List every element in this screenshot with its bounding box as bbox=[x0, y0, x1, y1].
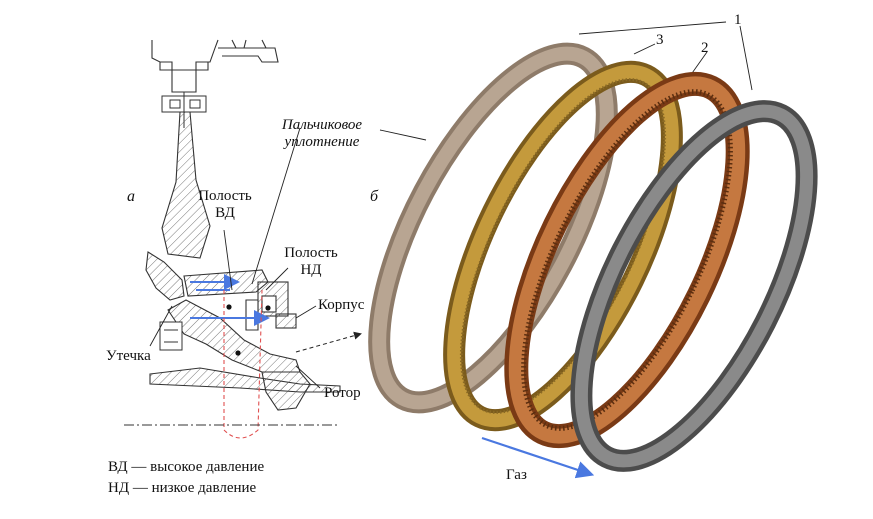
cavity-hp-line2: ВД bbox=[215, 205, 235, 221]
number-2: 2 bbox=[701, 40, 709, 56]
ring-outer bbox=[368, 42, 618, 414]
cavity-lp-line2: НД bbox=[300, 262, 322, 278]
legend-hp: ВД — высокое давление bbox=[108, 459, 265, 475]
leader-lines-a bbox=[149, 127, 321, 389]
gas-label: Газ bbox=[506, 467, 527, 483]
flange-bolt bbox=[159, 321, 183, 351]
detail-outline bbox=[223, 289, 263, 439]
number-1: 1 bbox=[734, 12, 742, 28]
housing-label: Корпус bbox=[318, 297, 365, 313]
leak-label: Утечка bbox=[106, 348, 151, 364]
upper-casing bbox=[151, 39, 279, 93]
cavity-lp-line1: Полость bbox=[284, 245, 338, 261]
panel-a-letter: а bbox=[127, 188, 135, 205]
finger-seal-line1: Пальчиковое bbox=[281, 117, 363, 133]
ring-copper bbox=[504, 71, 750, 449]
finger-seal-line2: уплотнение bbox=[284, 134, 360, 150]
legend-lp: НД — низкое давление bbox=[108, 480, 257, 496]
ring-grey bbox=[570, 100, 818, 472]
cavity-hp-line1: Полость bbox=[198, 188, 252, 204]
cavity-dots bbox=[226, 304, 271, 356]
ring-gold bbox=[443, 60, 683, 432]
leader-lines-b bbox=[379, 21, 753, 141]
top-bolt bbox=[161, 92, 207, 128]
strut bbox=[161, 111, 211, 259]
panel-b-letter: б bbox=[370, 188, 379, 205]
gas-exit-arrow bbox=[295, 331, 362, 353]
gas-arrow bbox=[481, 436, 595, 479]
finger-seal-label: Пальчиковое уплотнение bbox=[264, 117, 380, 151]
cavity-lp-label: Полость НД bbox=[276, 245, 346, 279]
rotor-label: Ротор bbox=[324, 385, 361, 401]
number-3: 3 bbox=[656, 32, 664, 48]
cavity-hp-label: Полость ВД bbox=[190, 188, 260, 222]
